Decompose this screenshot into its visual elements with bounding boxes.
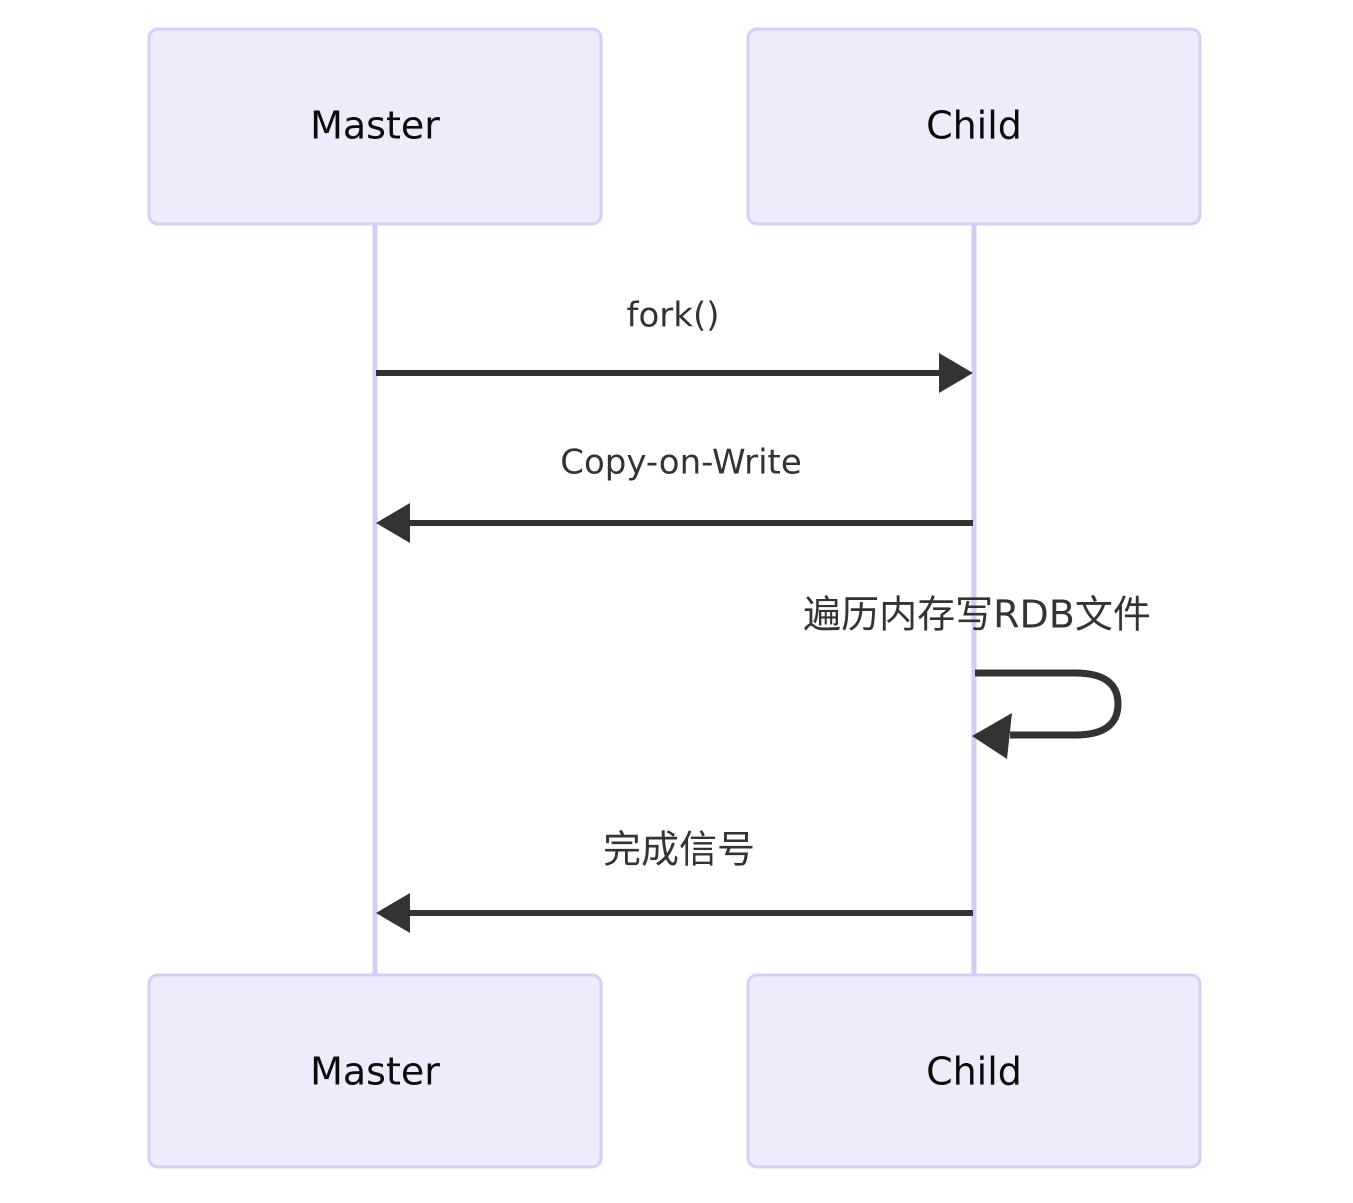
actor-box-master-bottom-rect — [147, 973, 603, 1169]
arrowhead-right-fork — [939, 353, 973, 393]
actor-label-master-top: Master — [310, 104, 440, 148]
arrowhead-left-self-loop — [972, 713, 1012, 759]
message-loop-path-write-rdb — [975, 669, 1122, 739]
actor-box-child-top[interactable]: Child — [746, 27, 1202, 226]
message-self-loop-write-rdb[interactable]: 遍历内存写RDB文件 — [803, 593, 1151, 760]
message-label-complete-signal: 完成信号 — [603, 828, 755, 872]
actor-box-master-bottom[interactable]: Master — [147, 973, 603, 1169]
message-copy-on-write[interactable]: Copy-on-Write — [376, 443, 973, 544]
actor-label-master-bottom: Master — [310, 1050, 440, 1094]
actor-box-master-top[interactable]: Master — [147, 27, 603, 226]
actor-box-child-bottom-rect — [746, 973, 1202, 1169]
message-label-copy-on-write: Copy-on-Write — [560, 443, 802, 483]
message-fork[interactable]: fork() — [376, 296, 973, 394]
message-complete-signal[interactable]: 完成信号 — [376, 828, 973, 934]
actor-box-child-bottom[interactable]: Child — [746, 973, 1202, 1169]
actor-box-child-top-rect — [746, 27, 1202, 226]
message-label-self-loop-write-rdb: 遍历内存写RDB文件 — [803, 593, 1151, 637]
actor-label-child-top: Child — [926, 104, 1022, 148]
actor-box-master-top-rect — [147, 27, 603, 226]
actor-label-child-bottom: Child — [926, 1050, 1022, 1094]
arrowhead-left-copy-on-write — [376, 503, 410, 543]
message-label-fork: fork() — [627, 296, 720, 336]
arrowhead-left-complete-signal — [376, 893, 410, 933]
